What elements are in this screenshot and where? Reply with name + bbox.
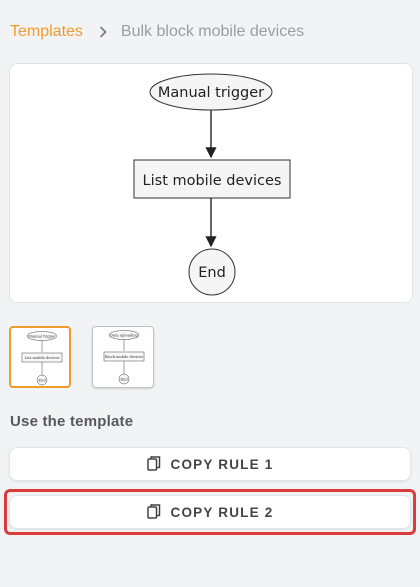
section-title: Use the template — [10, 413, 134, 430]
breadcrumb-templates-link[interactable]: Templates — [10, 23, 83, 40]
copy-rule-2-button[interactable]: COPY RULE 2 — [9, 495, 411, 529]
flow-diagram: Manual trigger List mobile devices End — [133, 73, 291, 296]
svg-text:Block mobile devices: Block mobile devices — [105, 355, 143, 359]
action-node — [133, 159, 291, 199]
breadcrumb-current: Bulk block mobile devices — [120, 23, 305, 40]
thumbnail-diagram: Data uploading Block mobile devices End — [103, 330, 145, 385]
template-thumbnail-1[interactable]: Manual trigger List mobile devices End — [9, 326, 71, 388]
action-node-label: List mobile devices — [143, 173, 282, 189]
svg-text:List mobile devices: List mobile devices — [25, 356, 60, 360]
svg-text:Data uploading: Data uploading — [110, 333, 139, 337]
flow-diagram-panel: Manual trigger List mobile devices End — [9, 63, 413, 303]
end-node — [188, 248, 236, 296]
copy-rule-1-label: COPY RULE 1 — [170, 456, 274, 472]
thumbnail-diagram: Manual trigger List mobile devices End — [21, 331, 63, 386]
copy-rule-1-button[interactable]: COPY RULE 1 — [9, 447, 411, 481]
template-thumbnail-2[interactable]: Data uploading Block mobile devices End — [92, 326, 154, 388]
chevron-right-icon — [99, 26, 107, 38]
svg-text:Manual trigger: Manual trigger — [28, 334, 56, 338]
highlight-outline — [4, 489, 416, 535]
breadcrumb: Templates Bulk block mobile devices — [10, 22, 304, 42]
svg-text:End: End — [38, 378, 46, 382]
copy-rule-2-label: COPY RULE 2 — [170, 504, 274, 520]
end-node-label: End — [198, 265, 226, 281]
svg-text:End: End — [120, 377, 128, 381]
copy-icon — [146, 504, 161, 520]
trigger-node-label: Manual trigger — [158, 85, 264, 101]
copy-icon — [146, 456, 161, 472]
